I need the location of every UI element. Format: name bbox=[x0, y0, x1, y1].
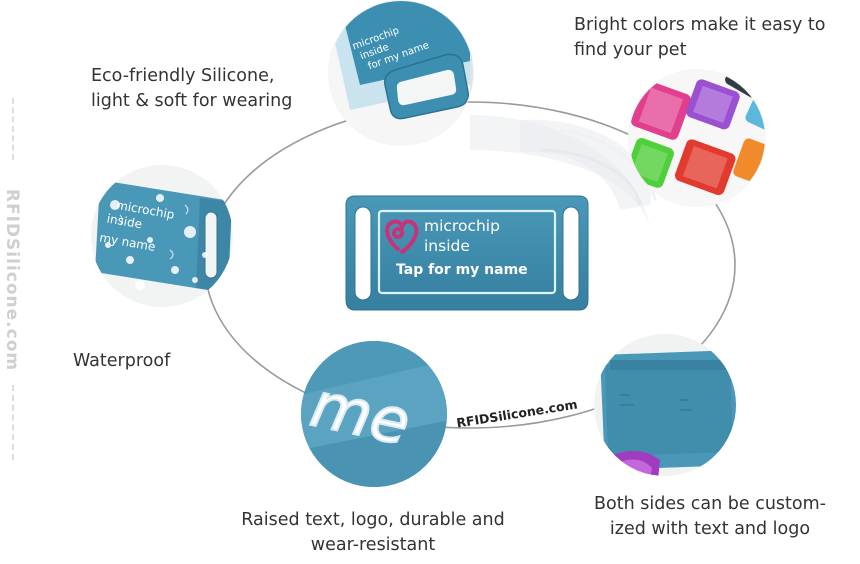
caption-colors-line2: find your pet bbox=[574, 40, 687, 60]
raised-text-detail-photo bbox=[301, 341, 447, 487]
tag-logo-line2: inside bbox=[424, 237, 470, 255]
caption-waterproof: Waterproof bbox=[73, 349, 170, 374]
caption-sides-line1: Both sides can be custom- bbox=[594, 494, 826, 514]
caption-waterproof-line1: Waterproof bbox=[73, 351, 171, 371]
tag-tagline: Tap for my name bbox=[396, 262, 528, 278]
colors-detail-photo bbox=[628, 69, 766, 207]
caption-raised: Raised text, logo, durable and wear-resi… bbox=[228, 508, 518, 558]
caption-sides: Both sides can be custom- ized with text… bbox=[585, 492, 835, 542]
caption-raised-line1: Raised text, logo, durable and bbox=[241, 510, 505, 530]
caption-colors-line1: Bright colors make it easy to bbox=[574, 15, 826, 35]
center-product-tag bbox=[345, 195, 589, 311]
caption-colors: Bright colors make it easy to find your … bbox=[574, 13, 825, 63]
caption-eco-line1: Eco-friendly Silicone, bbox=[91, 66, 275, 86]
water-tag-line2: inside bbox=[106, 211, 143, 231]
caption-eco-line2: light & soft for wearing bbox=[91, 91, 293, 111]
heart-logo-icon bbox=[385, 219, 419, 254]
caption-raised-line2: wear-resistant bbox=[310, 535, 436, 555]
waterproof-detail-photo bbox=[91, 165, 233, 307]
watermark-divider-bottom bbox=[12, 385, 14, 460]
both-sides-detail-photo bbox=[594, 334, 736, 476]
eco-detail-photo bbox=[328, 0, 474, 146]
caption-sides-line2: ized with text and logo bbox=[609, 519, 811, 539]
watermark-divider-top bbox=[12, 98, 14, 160]
tag-logo-line1: microchip bbox=[424, 217, 500, 235]
caption-eco: Eco-friendly Silicone, light & soft for … bbox=[91, 64, 292, 114]
